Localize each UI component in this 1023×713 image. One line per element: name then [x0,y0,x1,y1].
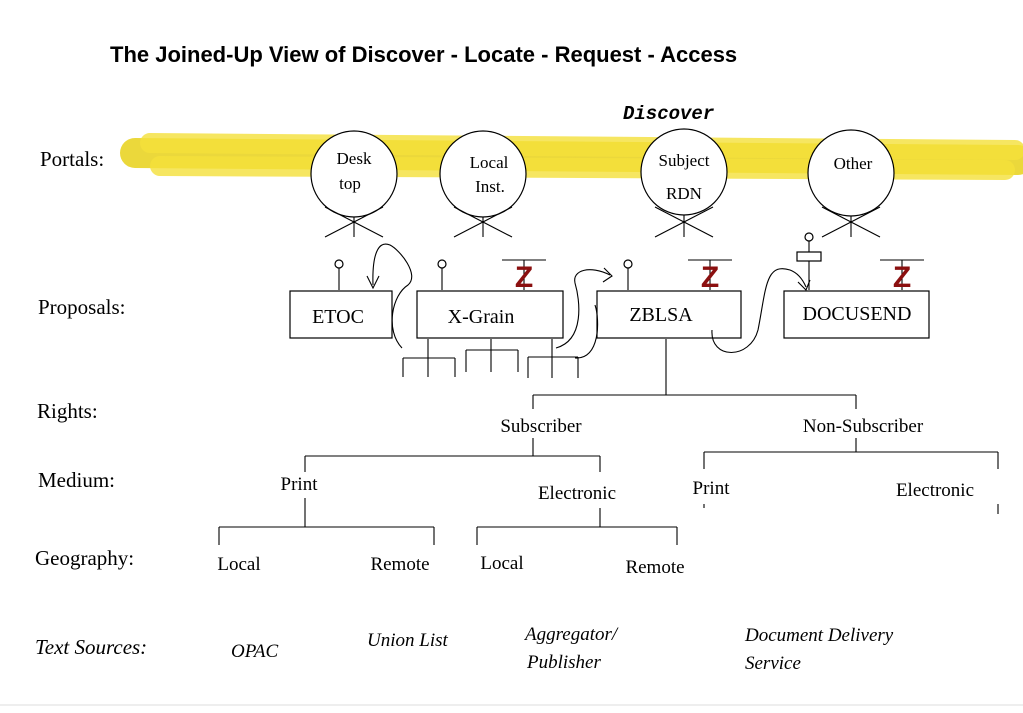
portal-local-inst: Local Inst. [439,130,527,238]
source-aggregator-line2: Publisher [526,652,601,673]
rights-non-subscriber: Non-Subscriber [803,416,924,437]
source-docdelivery-line1: Document Delivery [744,625,894,646]
proposal-zblsa-label: ZBLSA [629,304,693,326]
portal-subject-line1: Subject [659,151,710,170]
medium-tree-non-subscriber [703,438,999,514]
page-title: The Joined-Up View of Discover - Locate … [110,42,737,67]
source-opac: OPAC [231,641,278,662]
label-portals: Portals: [40,147,104,171]
label-rights: Rights: [37,399,98,423]
label-proposals: Proposals: [38,295,126,319]
z-logo-icon: Z [893,261,911,294]
source-aggregator-line1: Aggregator/ [523,624,619,645]
proposal-etoc-label: ETOC [312,306,364,328]
geography-tree-electronic [476,508,678,545]
medium-sub-electronic: Electronic [538,483,616,504]
z-logo-icon: Z [515,261,533,294]
z-logo-icon: Z [701,261,719,294]
medium-tree-subscriber [304,438,601,472]
proposal-etoc: ETOC [289,290,393,339]
proposal-docusend-label: DOCUSEND [803,303,912,325]
label-text-sources: Text Sources: [35,635,147,659]
flow-arrows [366,243,811,359]
rights-subscriber: Subscriber [500,416,582,437]
rights-tree [532,339,857,409]
z3950-logo-zblsa: Z [688,259,732,294]
lollipop-connectors [334,232,822,290]
geo-print-local: Local [217,554,260,575]
geo-print-remote: Remote [370,554,429,575]
geography-tree-print [218,498,435,545]
label-medium: Medium: [38,468,115,492]
proposal-docusend: DOCUSEND [783,290,930,339]
source-union-list: Union List [367,630,448,651]
medium-nonsub-electronic: Electronic [896,480,974,501]
proposal-x-grain: X-Grain [416,290,564,339]
geo-electronic-remote: Remote [625,557,684,578]
label-geography: Geography: [35,546,134,570]
portal-desktop-line2: top [339,174,361,193]
z3950-logo-docusend: Z [880,259,924,294]
medium-sub-print: Print [281,474,319,495]
portal-subject-rdn: Subject RDN [640,128,728,238]
portal-other: Other [807,129,895,238]
proposal-xgrain-label: X-Grain [448,306,515,328]
portal-desktop: Desk top [310,130,398,238]
portal-subject-line2: RDN [666,184,702,203]
z3950-logo-xgrain: Z [502,259,546,294]
portal-local-line1: Local [470,153,509,172]
portal-local-line2: Inst. [475,177,505,196]
proposal-zblsa: ZBLSA [596,290,742,339]
geo-electronic-local: Local [480,553,523,574]
portal-desktop-line1: Desk [337,149,372,168]
connection-trees [402,339,579,378]
medium-nonsub-print: Print [693,478,731,499]
portal-other-line1: Other [834,154,873,173]
discover-label: Discover [623,103,715,125]
source-docdelivery-line2: Service [745,653,801,674]
